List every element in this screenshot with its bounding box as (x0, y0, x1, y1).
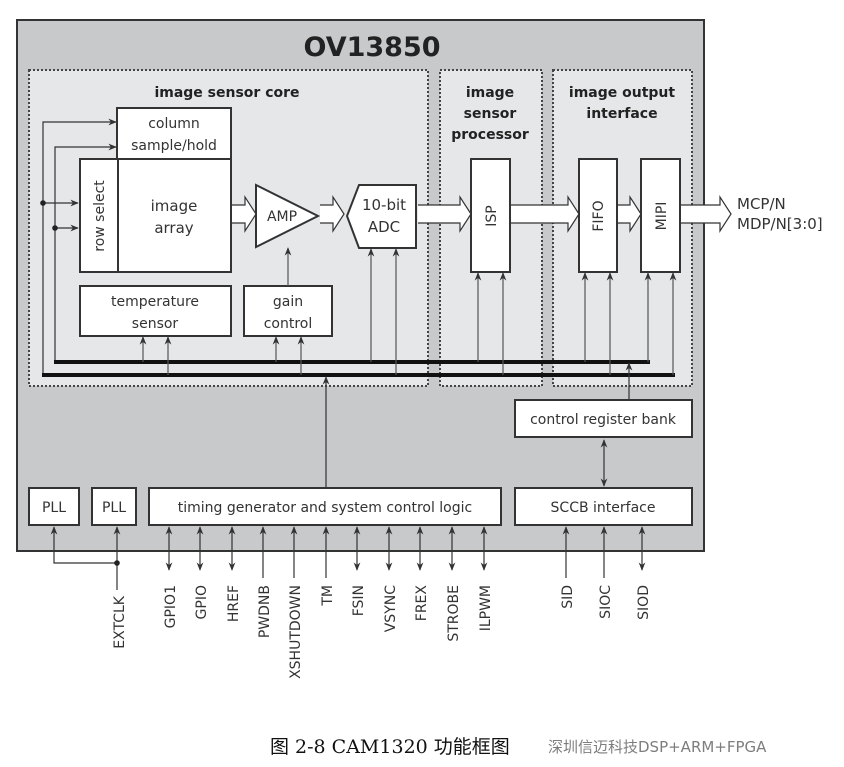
amp-block (255, 183, 321, 249)
temperature-label-2: sensor (132, 316, 179, 332)
pll-block-2 (91, 487, 137, 526)
gain-label-2: control (264, 316, 313, 332)
control-register-label: control register bank (530, 412, 677, 428)
amp-label: AMP (267, 209, 297, 225)
row-select-label: row select (92, 180, 108, 252)
pll-label-2: PLL (102, 500, 126, 516)
data-arrow-mipi-out (680, 194, 732, 234)
isp-label: ISP (484, 205, 500, 226)
image-array-label-1: image (151, 197, 198, 215)
chip-title: OV13850 (303, 32, 440, 63)
section-output-label-2: interface (586, 106, 657, 122)
figure-caption: 图 2-8 CAM1320 功能框图 (270, 736, 510, 758)
pin-label-strobe: STROBE (446, 585, 462, 642)
pin-label-sid: SID (560, 585, 576, 609)
temperature-sensor-block (79, 285, 232, 337)
pin-label-vsync: VSYNC (383, 585, 399, 632)
image-array-label-2: array (154, 219, 193, 237)
pin-label-href: HREF (226, 585, 242, 622)
column-label-2: sample/hold (131, 138, 217, 154)
pin-label-extclk: EXTCLK (112, 595, 128, 648)
junction-dot (40, 200, 46, 206)
pll-label-1: PLL (42, 500, 66, 516)
temperature-label-1: temperature (111, 294, 199, 310)
control-line-inner (54, 143, 117, 362)
control-line-outer (42, 118, 117, 375)
image-array-block (117, 158, 232, 273)
timing-generator-block (148, 487, 502, 526)
sccb-interface-block (514, 487, 693, 526)
pin-label-fsin: FSIN (351, 585, 367, 616)
extclk-line (50, 526, 118, 590)
pin-lines (165, 526, 646, 578)
gain-label-1: gain (273, 294, 303, 310)
bus-feed-lines (139, 248, 677, 375)
pin-label-gpio1: GPIO1 (163, 585, 179, 628)
watermark-text: 深圳信迈科技DSP+ARM+FPGA (548, 738, 767, 756)
section-isp-label-2: sensor (464, 106, 517, 122)
pin-label-xshutdown: XSHUTDOWN (288, 585, 304, 679)
column-label-1: column (148, 116, 200, 132)
fifo-label: FIFO (591, 200, 607, 231)
pin-label-pwdnb: PWDNB (257, 585, 273, 638)
timing-generator-label: timing generator and system control logi… (178, 500, 472, 516)
section-isp-label-1: image (466, 85, 514, 101)
fifo-block (578, 158, 618, 273)
isp-block (470, 158, 511, 273)
mipi-label: MIPI (654, 202, 670, 231)
section-core-label: image sensor core (154, 85, 299, 101)
output-signal-label-1: MCP/N (737, 195, 786, 213)
mipi-block (640, 158, 681, 273)
adc-block (345, 184, 417, 249)
pll-block-1 (28, 487, 80, 526)
pin-label-ilpwm: ILPWM (478, 585, 494, 631)
pin-label-sioc: SIOC (598, 585, 614, 619)
section-output-label-1: image output (569, 85, 675, 101)
junction-dot (52, 225, 58, 231)
junction-dot (114, 560, 120, 566)
pin-label-gpio: GPIO (194, 585, 210, 619)
gain-control-block (243, 285, 333, 337)
output-signal-label-2: MDP/N[3:0] (737, 215, 823, 233)
pin-label-tm: TM (320, 585, 336, 607)
data-arrow-amp-to-adc (320, 194, 345, 234)
row-select-block (79, 158, 119, 273)
control-register-bank-block (514, 399, 693, 438)
pin-label-siod: SIOD (636, 585, 652, 620)
adc-label-1: 10-bit (362, 196, 406, 214)
sccb-interface-label: SCCB interface (551, 500, 656, 516)
section-isp-label-3: processor (451, 127, 529, 143)
pin-label-frex: FREX (414, 585, 430, 622)
adc-label-2: ADC (368, 218, 400, 236)
